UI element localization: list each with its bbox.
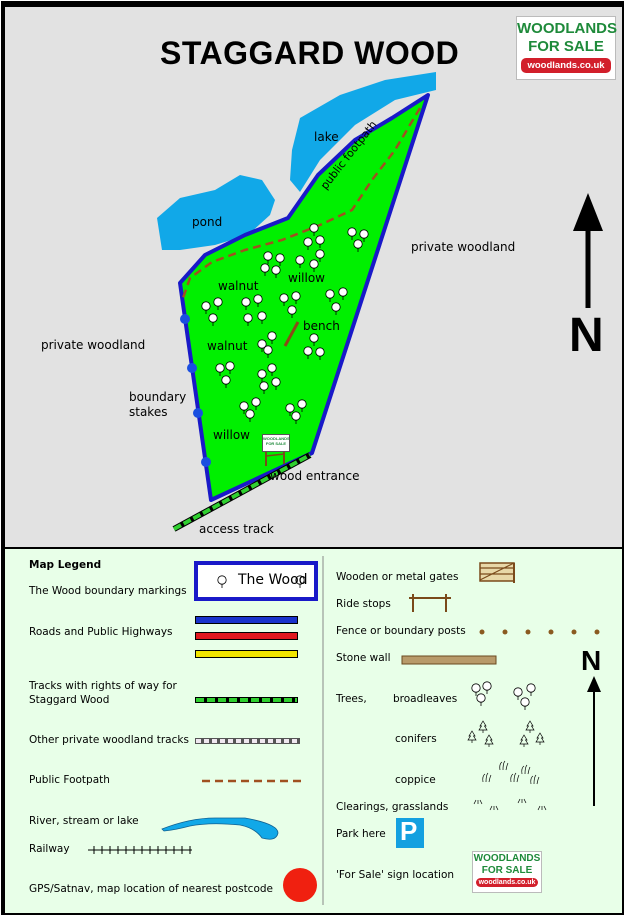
map-title: STAGGARD WOOD	[160, 35, 460, 71]
legend-broadleaves-label: broadleaves	[393, 693, 458, 705]
boundary-stake	[180, 314, 190, 324]
label-wood-entrance: wood entrance	[270, 469, 360, 483]
legend-title: Map Legend	[29, 559, 102, 571]
legend-other-tracks-label: Other private woodland tracks	[29, 734, 189, 746]
label-walnut-1: walnut	[218, 279, 259, 293]
label-access-track: access track	[199, 522, 274, 536]
legend-wood-boundary-label: The Wood boundary markings	[29, 585, 187, 597]
legend-ride-stops-icon	[409, 594, 451, 612]
boundary-stake	[201, 457, 211, 467]
legend-for-sale-label: 'For Sale' sign location	[336, 869, 455, 881]
legend-river-label: River, stream or lake	[29, 815, 139, 827]
label-boundary-stakes-1: boundary	[129, 390, 187, 404]
for-sale-sign-icon: WOODLANDS FOR SALE	[262, 434, 290, 452]
boundary-stake	[187, 363, 197, 373]
pond	[157, 175, 275, 250]
lake	[290, 72, 436, 192]
legend-wood-box-label: The Wood	[238, 572, 308, 588]
logo-line2: FOR SALE	[528, 38, 604, 55]
legend-trees-label: Trees,	[336, 693, 367, 705]
legend-railway	[88, 846, 192, 854]
label-willow-1: willow	[288, 271, 325, 285]
wood-entrance-gate-icon	[265, 450, 285, 466]
legend-fence-posts	[479, 629, 600, 635]
legend-north-letter: N	[581, 645, 602, 676]
map-north-letter: N	[569, 309, 604, 362]
legend-stone-wall	[401, 655, 497, 665]
public-footpath-line	[181, 107, 422, 299]
wood-boundary	[178, 93, 430, 502]
legend-tracks-label-1: Tracks with rights of way for	[29, 680, 177, 692]
legend-ride-stops-label: Ride stops	[336, 598, 391, 610]
label-lake: lake	[314, 130, 339, 144]
woodlands-logo: WOODLANDS FOR SALE woodlands.co.uk	[516, 16, 617, 80]
bench-icon	[283, 321, 300, 347]
legend-conifers-label: conifers	[395, 733, 437, 745]
legend-tracks-label-2: Staggard Wood	[29, 694, 110, 706]
logo-line1: WOODLANDS	[517, 20, 617, 37]
legend-coppice-label: coppice	[395, 774, 436, 786]
legend-postcode-marker	[283, 868, 317, 902]
legend-stone-wall-label: Stone wall	[336, 652, 391, 664]
legend-park-label: Park here	[336, 828, 386, 840]
label-boundary-stakes-2: stakes	[129, 405, 168, 419]
logo-url: woodlands.co.uk	[521, 58, 611, 73]
legend-roads-label: Roads and Public Highways	[29, 626, 173, 638]
legend-fence-label: Fence or boundary posts	[336, 625, 466, 637]
label-walnut-2: walnut	[207, 339, 248, 353]
label-willow-2: willow	[213, 428, 250, 442]
label-private-woodland-west: private woodland	[41, 338, 146, 352]
legend-footpath-label: Public Footpath	[29, 774, 110, 786]
legend-gates-label: Wooden or metal gates	[336, 571, 459, 583]
legend-river	[161, 817, 279, 840]
legend-wood-box	[194, 561, 318, 601]
legend-clearings-label: Clearings, grasslands	[336, 801, 449, 813]
legend-north-arrow-icon	[587, 676, 601, 806]
legend-park-symbol: P	[400, 816, 418, 846]
boundary-stake	[193, 408, 203, 418]
legend-park-icon	[396, 818, 424, 848]
legend-railway-label: Railway	[29, 843, 70, 855]
label-private-woodland-east: private woodland	[411, 240, 516, 254]
legend-clearings	[473, 798, 547, 811]
label-pond: pond	[192, 215, 223, 229]
north-arrow-icon	[573, 193, 603, 308]
legend-for-sale-logo: WOODLANDS FOR SALE woodlands.co.uk	[472, 851, 542, 893]
label-bench: bench	[303, 319, 340, 333]
legend-gps-label: GPS/Satnav, map location of nearest post…	[29, 883, 274, 895]
legend-gate-icon	[479, 562, 515, 583]
legend-roads	[195, 616, 298, 658]
